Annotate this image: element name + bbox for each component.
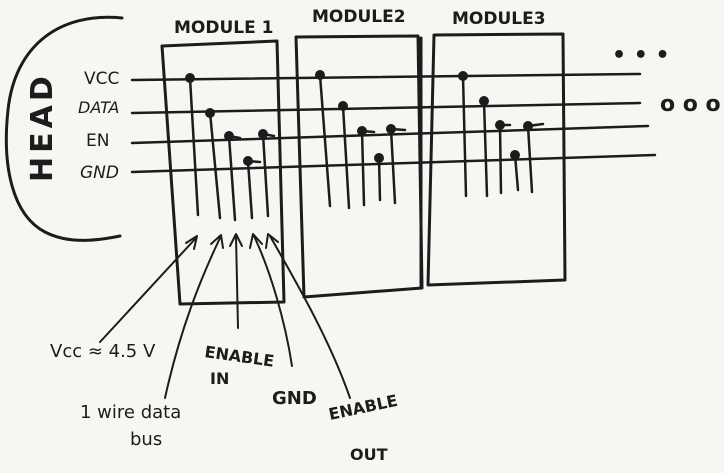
tap-dot-en-in-m1: [224, 131, 234, 141]
module-3-box: [426, 32, 567, 287]
bus-label-data: DATA: [78, 98, 119, 117]
module-2-label: MODULE2: [312, 7, 406, 27]
arrow-enable-out: [269, 235, 351, 399]
annotation-gnd: GND: [272, 388, 317, 409]
tap-dot-gnd-m3: [510, 150, 520, 160]
tap-dot-en-in-m2: [357, 126, 367, 136]
annotation-enable-out-line2: OUT: [350, 445, 388, 464]
bus-label-en: EN: [86, 131, 109, 151]
tap-dot-data-m1: [205, 108, 215, 118]
annotation-data-bus-line1: 1 wire data: [80, 402, 181, 423]
module-1-taps: [185, 73, 276, 222]
tap-dot-data-m2: [338, 101, 348, 111]
tap-dot-vcc-m3: [458, 71, 468, 81]
tap-dot-en-out-m2: [386, 124, 396, 134]
module-3-label: MODULE3: [452, 9, 546, 29]
annotation-vcc: Vcc ≈ 4.5 V: [50, 341, 156, 362]
arrow-data-bus: [164, 237, 221, 399]
tap-dot-gnd-m1: [243, 156, 253, 166]
annotation-arrows: [99, 233, 351, 399]
module-1-label: MODULE 1: [174, 18, 273, 38]
arrow-gnd: [253, 235, 293, 367]
module-2-taps: [315, 70, 407, 210]
bus-label-vcc: VCC: [84, 69, 119, 89]
tap-dot-data-m3: [479, 96, 489, 106]
module-1-box: [160, 39, 286, 306]
tap-dot-en-out-m3: [523, 121, 533, 131]
tap-dot-vcc-m2: [315, 70, 325, 80]
arrow-vcc: [99, 237, 197, 343]
annotation-data-bus-line2: bus: [130, 429, 162, 450]
continuation-dots-top: • • •: [612, 43, 670, 68]
bus-label-gnd: GND: [80, 163, 119, 183]
tap-dot-vcc-m1: [185, 73, 195, 83]
annotation-enable-in-line2: IN: [210, 369, 229, 388]
head-bracket: [4, 15, 124, 242]
bus-line-data: [130, 101, 642, 115]
tap-dot-en-in-m3: [495, 120, 505, 130]
tap-dot-gnd-m2: [374, 153, 384, 163]
arrow-enable-in: [235, 235, 239, 329]
continuation-dots-right: o o o: [660, 92, 721, 117]
head-label: HEAD: [25, 72, 60, 182]
bus-line-en: [130, 124, 650, 145]
bus-line-vcc: [130, 72, 642, 82]
module-3-taps: [458, 71, 545, 198]
tap-dot-en-out-m1: [258, 129, 268, 139]
